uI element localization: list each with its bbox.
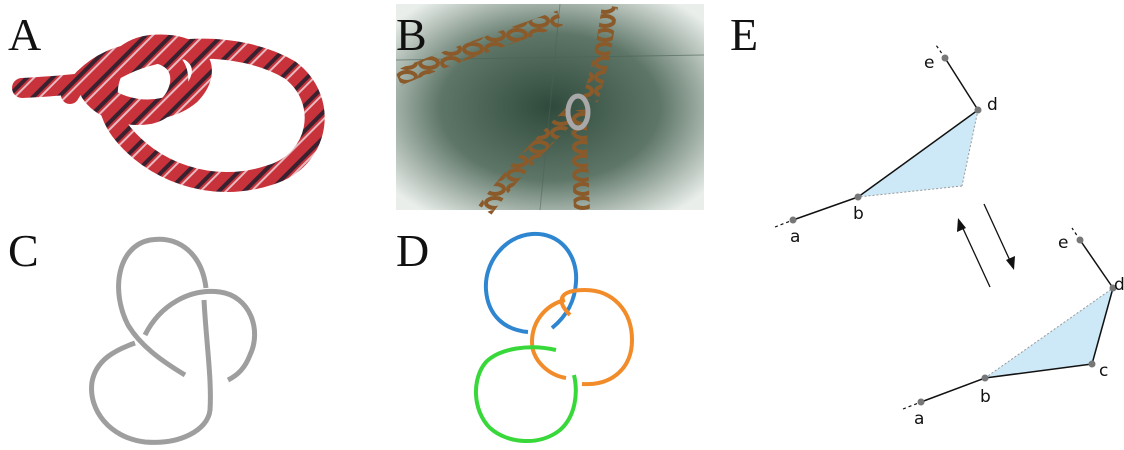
arrow-down bbox=[984, 204, 1012, 265]
vertex-d-top bbox=[975, 107, 982, 114]
panel-e-polygon-moves: a b d e a b c bbox=[775, 45, 1124, 429]
arrow-up bbox=[960, 222, 990, 287]
panel-label-a: A bbox=[8, 12, 41, 58]
edge-d-e-bottom bbox=[1080, 240, 1113, 288]
trefoil-d-orange-inner bbox=[532, 300, 566, 378]
label-c-bottom: c bbox=[1099, 361, 1108, 381]
edge-d-e-top bbox=[945, 58, 978, 110]
vertex-b-top bbox=[855, 194, 862, 201]
label-d-bottom: d bbox=[1114, 275, 1124, 295]
trefoil-c-strand-2 bbox=[145, 291, 255, 380]
vertex-c-bottom bbox=[1089, 361, 1096, 368]
panel-b-chains-photo bbox=[396, 4, 704, 210]
trefoil-d-blue-arc bbox=[486, 234, 576, 332]
label-d-top: d bbox=[987, 95, 998, 115]
transition-arrows bbox=[957, 204, 1015, 287]
vertex-e-bottom bbox=[1077, 237, 1084, 244]
label-b-bottom: b bbox=[980, 387, 991, 407]
panel-c-trefoil-knot bbox=[92, 239, 255, 442]
edge-a-b-bottom bbox=[921, 378, 985, 402]
trefoil-c-strand-1 bbox=[119, 239, 206, 375]
panel-a-rope-knot bbox=[22, 44, 315, 182]
trefoil-d-green-arc bbox=[476, 347, 576, 441]
polygon-top: a b d e bbox=[775, 45, 998, 247]
label-e-top: e bbox=[924, 53, 934, 73]
label-b-top: b bbox=[853, 204, 864, 224]
panel-label-e: E bbox=[730, 12, 758, 58]
panel-label-b: B bbox=[396, 12, 427, 58]
panel-label-c: C bbox=[8, 228, 39, 274]
label-e-bottom: e bbox=[1058, 233, 1068, 253]
label-a-bottom: a bbox=[914, 409, 924, 429]
vertex-a-bottom bbox=[918, 399, 925, 406]
rope-knot-wrap bbox=[70, 52, 179, 116]
vertex-a-top bbox=[790, 217, 797, 224]
edge-a-b-top bbox=[793, 197, 858, 220]
label-a-top: a bbox=[790, 227, 800, 247]
vertex-b-bottom bbox=[982, 375, 989, 382]
panel-label-d: D bbox=[396, 228, 429, 274]
panel-d-trefoil-knot bbox=[476, 234, 632, 441]
vertex-e-top bbox=[942, 55, 949, 62]
